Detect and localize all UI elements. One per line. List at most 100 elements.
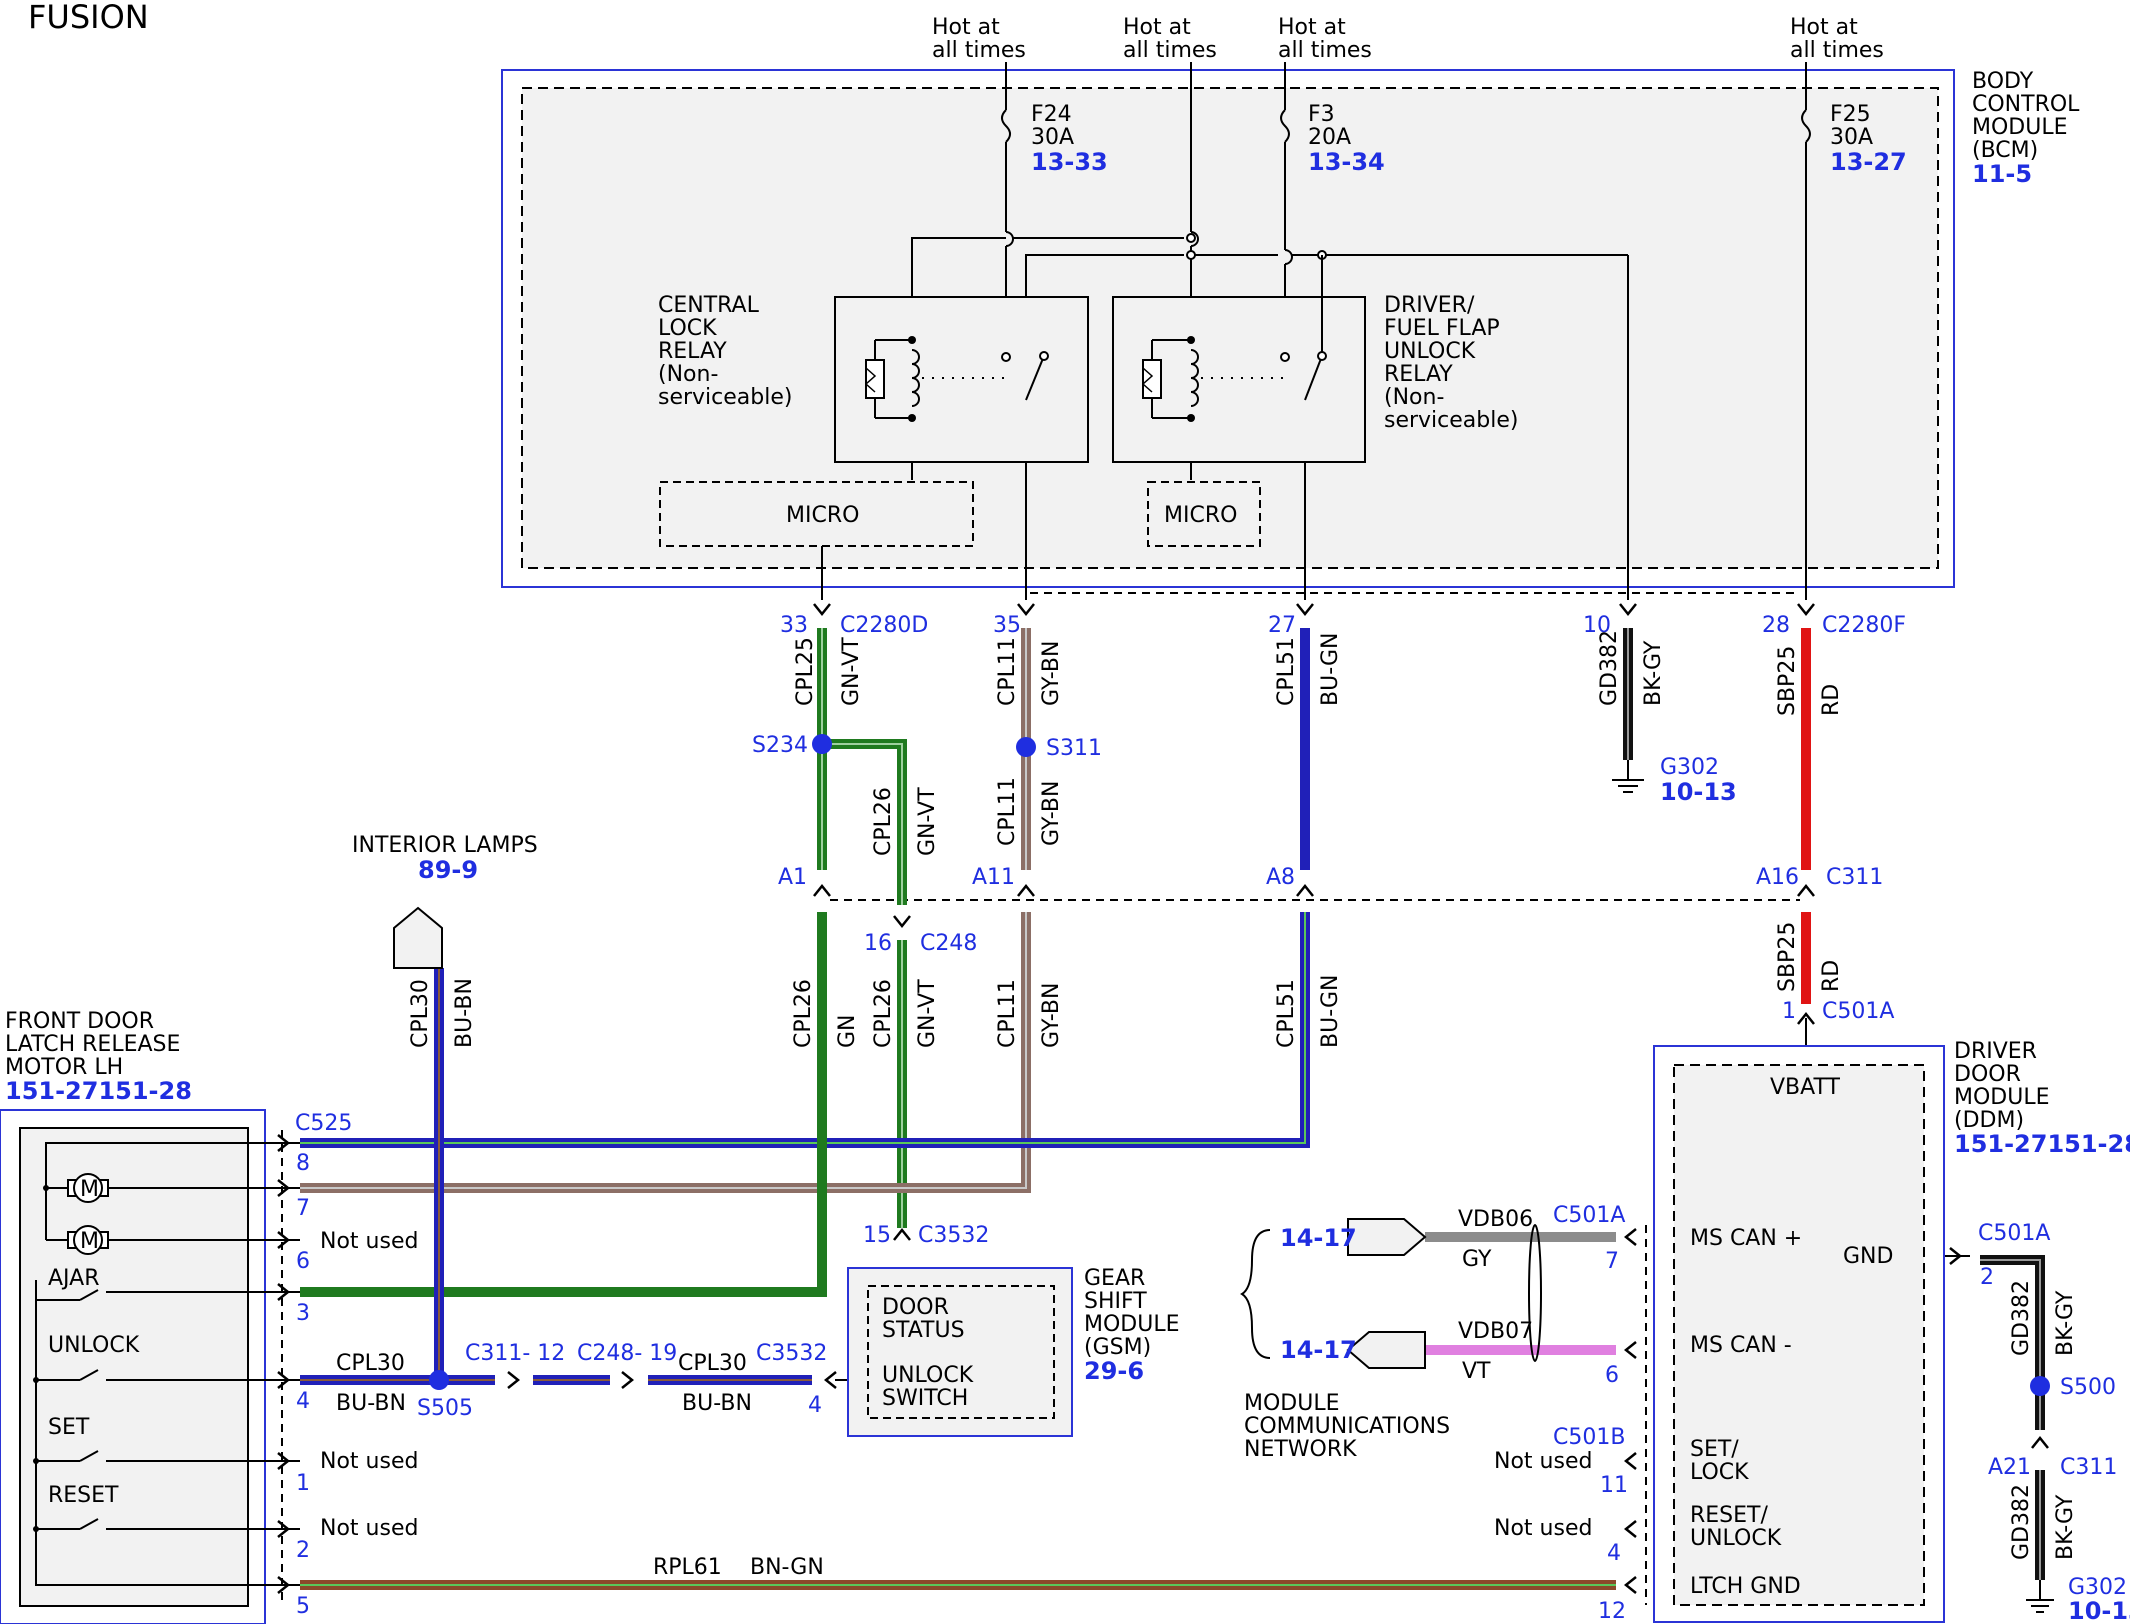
connector-c525: C525 — [295, 1111, 352, 1136]
connector-c501a-vbatt: C501A — [1822, 999, 1894, 1024]
driver-relay-label-2: FUEL FLAP — [1384, 316, 1500, 341]
label-cpl26-gn: CPL26 — [791, 979, 816, 1048]
network-block: 14-17 14-17 MODULE COMMUNICATIONS NETWOR… — [1240, 1218, 1450, 1462]
latch-pin-8: 8 — [296, 1151, 310, 1176]
wire-cpl11 — [300, 628, 1031, 1193]
label-cpl11-top: CPL11 — [995, 637, 1020, 706]
latch-pin-5: 5 — [296, 1594, 310, 1619]
motor-icon-1: M — [67, 1173, 109, 1203]
pin-7-ddm: 7 — [1605, 1249, 1619, 1274]
ground-g302-ddm-ref[interactable]: 10-13 — [2068, 1597, 2130, 1624]
splice-s500 — [2030, 1376, 2050, 1396]
fuse-f3-rating: 20A — [1308, 125, 1351, 150]
label-gd382-lower: GD382 — [2009, 1484, 2034, 1560]
central-relay-label-2: LOCK — [658, 316, 717, 341]
network-label-3: NETWORK — [1244, 1437, 1357, 1462]
ddm-ref[interactable]: 151-27151-28 — [1954, 1130, 2130, 1158]
label-gd382-ddm: GD382 — [2009, 1280, 2034, 1356]
latch-pin-7: 7 — [296, 1196, 310, 1221]
connector-c3532: C3532 — [918, 1223, 989, 1248]
label-rpl61: RPL61 — [653, 1555, 722, 1580]
pin-a8: A8 — [1266, 865, 1295, 890]
ddm-ms-can-plus: MS CAN + — [1690, 1226, 1802, 1251]
splice-s505-label: S505 — [417, 1396, 473, 1421]
gsm-label-3: MODULE — [1084, 1312, 1180, 1337]
fuse-f3-name: F3 — [1308, 102, 1335, 127]
label-cpl26-branch: CPL26 — [871, 787, 896, 856]
latch-pin-6: 6 — [296, 1249, 310, 1274]
pin-a21: A21 — [1988, 1455, 2031, 1480]
network-ref-2[interactable]: 14-17 — [1280, 1336, 1357, 1364]
motor-symbol-2: M — [80, 1229, 99, 1254]
driver-unlock-relay: DRIVER/ FUEL FLAP UNLOCK RELAY (Non- ser… — [1112, 255, 1518, 463]
switch-reset-label: RESET — [48, 1483, 119, 1508]
gsm-inner-2b: SWITCH — [882, 1386, 968, 1411]
network-ref-1[interactable]: 14-17 — [1280, 1224, 1357, 1252]
bcm-ref[interactable]: 11-5 — [1972, 160, 2032, 188]
fuse-f25-rating: 30A — [1830, 125, 1873, 150]
connector-c248: C248 — [920, 931, 977, 956]
network-label-1: MODULE — [1244, 1391, 1340, 1416]
wire-cpl26-branch — [822, 739, 907, 1228]
micro-2-label: MICRO — [1164, 503, 1237, 528]
label-cpl30-right: CPL30 — [678, 1351, 747, 1376]
label-cpl11-lower-color: GY-BN — [1039, 983, 1064, 1048]
label-gd382-lower-color: BK-GY — [2053, 1494, 2078, 1560]
interior-lamps-ref[interactable]: 89-9 — [418, 856, 478, 884]
ddm-label-3: MODULE — [1954, 1085, 2050, 1110]
latch-motor-label-1: FRONT DOOR — [5, 1009, 154, 1034]
label-vdb07-color: VT — [1462, 1359, 1491, 1384]
pin-35: 35 — [993, 613, 1021, 638]
gsm-label-4: (GSM) — [1084, 1335, 1151, 1360]
gsm-inner-1b: STATUS — [882, 1318, 965, 1343]
connector-c311-gnd: C311 — [2060, 1455, 2117, 1480]
driver-relay-label-1: DRIVER/ — [1384, 293, 1475, 318]
latch-pin-1: 1 — [296, 1471, 310, 1496]
label-sbp25-bottom: SBP25 — [1775, 922, 1800, 992]
central-relay-label-1: CENTRAL — [658, 293, 760, 318]
label-cpl51-lower-color: BU-GN — [1318, 975, 1343, 1048]
central-relay-label-5: serviceable) — [658, 385, 792, 410]
fuse-f25-ref[interactable]: 13-27 — [1830, 148, 1907, 176]
pin-10: 10 — [1583, 613, 1611, 638]
label-vdb06: VDB06 — [1458, 1207, 1533, 1232]
label-cpl11-mid-color: GY-BN — [1039, 781, 1064, 846]
bcm-label-1: BODY — [1972, 69, 2034, 94]
central-relay-label-4: (Non- — [658, 362, 718, 387]
label-cpl51-lower: CPL51 — [1274, 979, 1299, 1048]
network-connector-2 — [1346, 1331, 1426, 1369]
fuse-f24-ref[interactable]: 13-33 — [1031, 148, 1108, 176]
latch-motor-module: FRONT DOOR LATCH RELEASE MOTOR LH 151-27… — [0, 1009, 418, 1624]
latch-pin-6-not-used: Not used — [320, 1229, 418, 1254]
latch-pin-2: 2 — [296, 1538, 310, 1563]
splices: S234 S311 S505 S500 — [417, 733, 2116, 1421]
latch-pin-4: 4 — [296, 1389, 310, 1414]
label-vdb06-color: GY — [1462, 1247, 1492, 1272]
splice-s500-label: S500 — [2060, 1375, 2116, 1400]
fuse-f3-ref[interactable]: 13-34 — [1308, 148, 1385, 176]
pin-15: 15 — [863, 1223, 891, 1248]
label-cpl26-gn-color: GN — [835, 1014, 860, 1048]
label-cpl25: CPL25 — [793, 637, 818, 706]
driver-relay-label-3: UNLOCK — [1384, 339, 1476, 364]
switch-set-label: SET — [48, 1415, 90, 1440]
twisted-pair-symbol — [1528, 1224, 1542, 1362]
wire-cpl51 — [300, 628, 1310, 1148]
connector-c2280f: C2280F — [1822, 613, 1906, 638]
ddm-reset-unlock-2: UNLOCK — [1690, 1526, 1782, 1551]
label-cpl30-horizontal: CPL30 — [336, 1351, 405, 1376]
bcm-label-3: MODULE — [1972, 115, 2068, 140]
ddm-label-1: DRIVER — [1954, 1039, 2037, 1064]
bcm-label-2: CONTROL — [1972, 92, 2080, 117]
hot-label-2a: Hot at — [1123, 15, 1191, 40]
latch-motor-ref[interactable]: 151-27151-28 — [5, 1077, 192, 1105]
fuse-labels: F24 30A 13-33 F3 20A 13-34 F25 30A 13-27 — [1031, 102, 1907, 176]
label-cpl30-horizontal-color: BU-BN — [336, 1391, 406, 1416]
pin-33: 33 — [780, 613, 808, 638]
gsm-ref[interactable]: 29-6 — [1084, 1357, 1144, 1385]
interior-lamps-label: INTERIOR LAMPS — [352, 833, 538, 858]
connector-c501a-gnd: C501A — [1978, 1221, 2050, 1246]
central-lock-relay: CENTRAL LOCK RELAY (Non- serviceable) — [658, 293, 1089, 463]
ground-g302-ref[interactable]: 10-13 — [1660, 778, 1737, 806]
driver-relay-label-5: (Non- — [1384, 385, 1444, 410]
